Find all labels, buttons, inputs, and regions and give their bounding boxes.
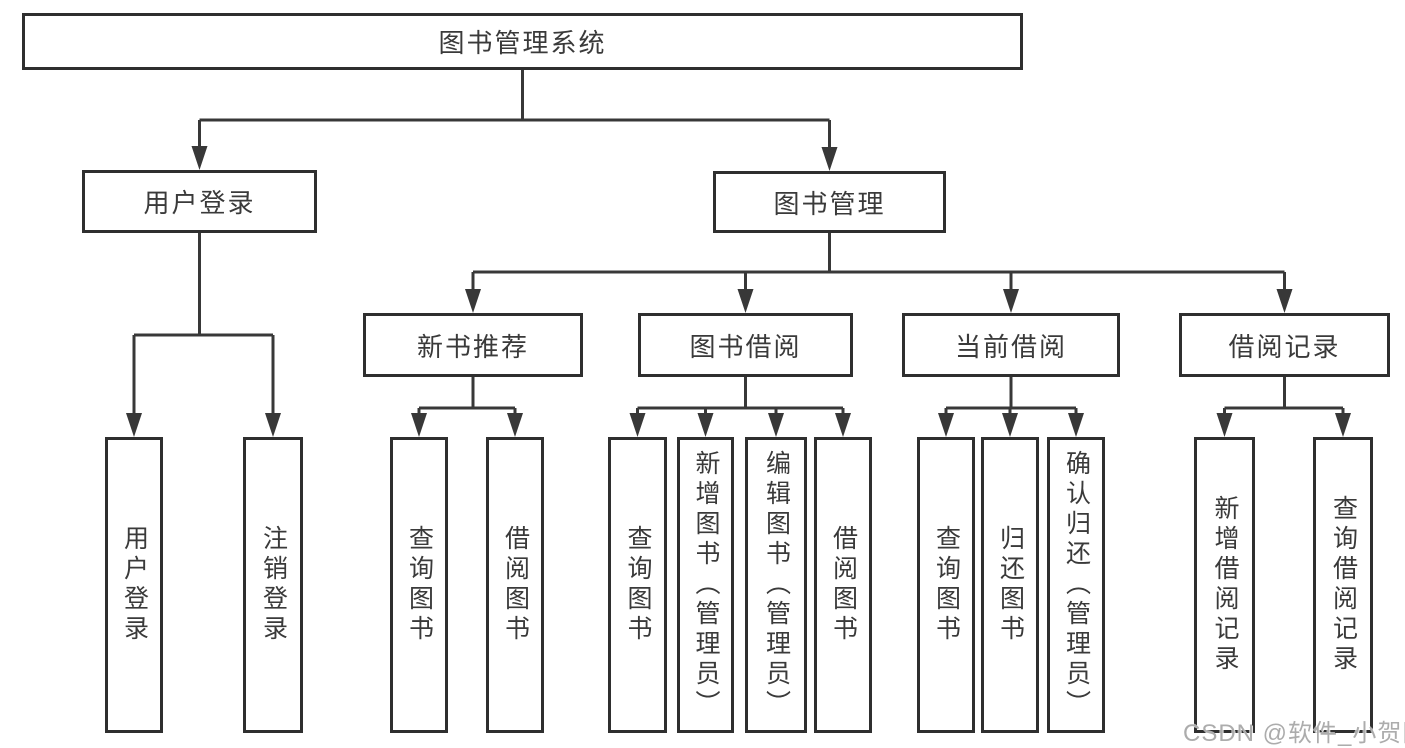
node-label: 新增借阅记录 <box>1211 495 1239 675</box>
csdn-watermark: CSDN @软件_小贺同学 <box>1183 720 1405 747</box>
leaf-borrow-edit-books-admin: 编辑图书（管理员） <box>745 437 807 733</box>
node-label: 查询图书 <box>405 525 434 645</box>
node-label: 查询图书 <box>624 525 652 645</box>
leaf-current-query-books: 查询图书 <box>917 437 975 733</box>
leaf-newrec-borrow-books: 借阅图书 <box>486 437 544 733</box>
node-label: 归还图书 <box>996 525 1025 645</box>
node-label: 借阅记录 <box>1228 331 1341 362</box>
leaf-borrow-borrow-books: 借阅图书 <box>814 437 872 733</box>
leaf-borrow-query-books: 查询图书 <box>608 437 667 733</box>
leaf-current-confirm-return-admin: 确认归还（管理员） <box>1047 437 1105 733</box>
node-label: 图书管理 <box>773 188 886 219</box>
node-current-borrowing: 当前借阅 <box>902 313 1120 377</box>
node-user-login: 用户登录 <box>82 170 317 233</box>
node-label: 新书推荐 <box>416 331 529 362</box>
node-label: 新增图书（管理员） <box>692 450 720 720</box>
leaf-records-query-record: 查询借阅记录 <box>1313 437 1373 733</box>
leaf-logout: 注销登录 <box>243 437 303 733</box>
node-new-book-recommend: 新书推荐 <box>363 313 583 377</box>
node-library-management-system: 图书管理系统 <box>22 13 1023 70</box>
leaf-records-add-record: 新增借阅记录 <box>1194 437 1255 733</box>
node-label: 编辑图书（管理员） <box>762 450 791 720</box>
node-label: 确认归还（管理员） <box>1062 450 1091 720</box>
node-label: 借阅图书 <box>501 525 530 645</box>
node-book-borrowing: 图书借阅 <box>638 313 853 377</box>
node-book-management: 图书管理 <box>713 171 946 233</box>
node-label: 查询图书 <box>932 525 961 645</box>
node-label: 注销登录 <box>259 525 288 645</box>
node-label: 用户登录 <box>120 525 149 645</box>
node-label: 图书借阅 <box>689 331 802 362</box>
node-label: 当前借阅 <box>954 331 1067 362</box>
node-label: 用户登录 <box>143 188 256 218</box>
node-label: 图书管理系统 <box>438 28 607 58</box>
leaf-user-login: 用户登录 <box>105 437 163 733</box>
node-label: 借阅图书 <box>829 525 858 645</box>
leaf-borrow-add-books-admin: 新增图书（管理员） <box>677 437 734 733</box>
node-borrowing-records: 借阅记录 <box>1179 313 1390 377</box>
node-label: 查询借阅记录 <box>1329 495 1358 675</box>
leaf-current-return-books: 归还图书 <box>981 437 1039 733</box>
leaf-newrec-query-books: 查询图书 <box>390 437 448 733</box>
